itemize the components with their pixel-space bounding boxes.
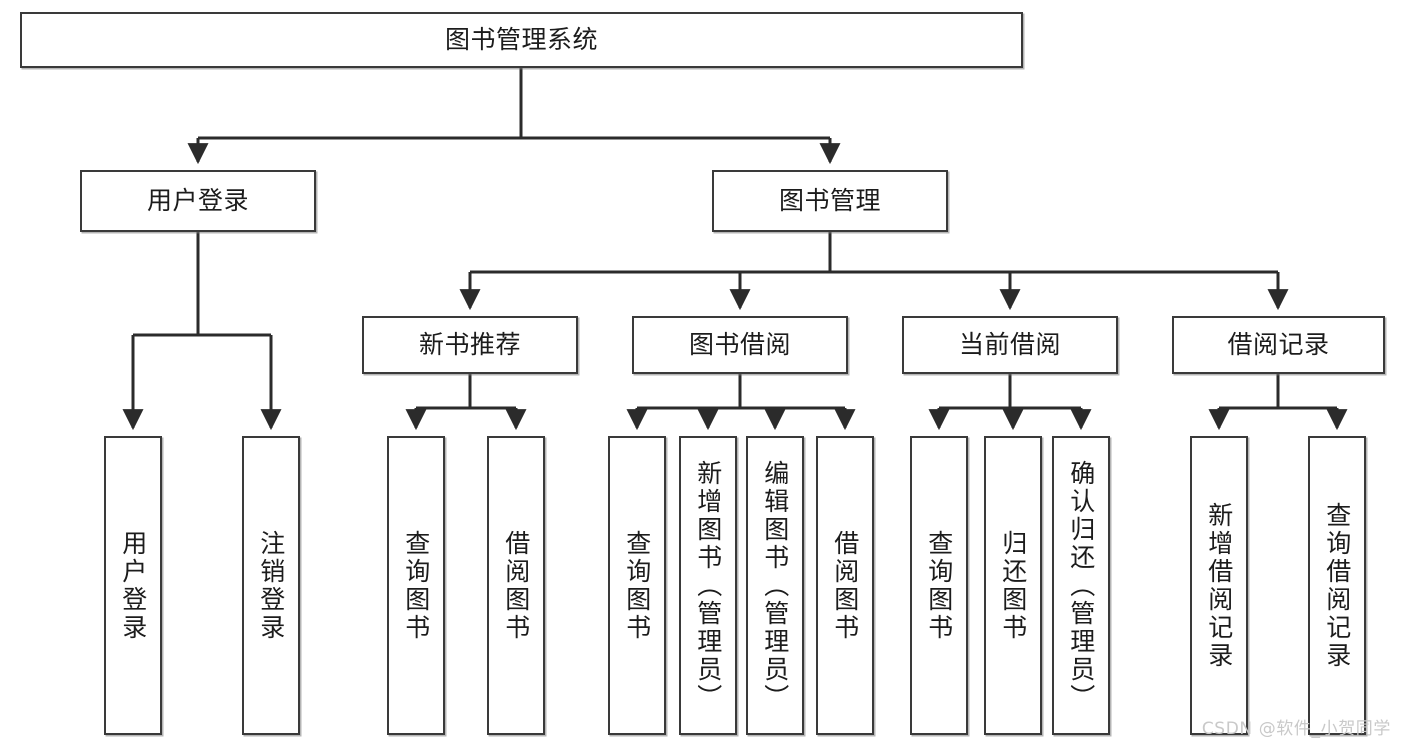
node-leaf-user-login[interactable]: 用户登录 [104, 436, 162, 735]
node-book-manage[interactable]: 图书管理 [712, 170, 948, 232]
watermark: CSDN @软件_小贺同学 [1201, 719, 1391, 739]
node-leaf-edit-book-admin-label: 编辑图书（管理员） [760, 459, 790, 712]
node-current-borrow[interactable]: 当前借阅 [902, 316, 1118, 374]
node-leaf-add-borrow-record[interactable]: 新增借阅记录 [1190, 436, 1248, 735]
node-user-login-label: 用户登录 [146, 186, 249, 216]
node-leaf-confirm-return-admin[interactable]: 确认归还（管理员） [1052, 436, 1110, 735]
node-leaf-return-book[interactable]: 归还图书 [984, 436, 1042, 735]
node-leaf-query-book-1[interactable]: 查询图书 [387, 436, 445, 735]
node-leaf-query-book-2[interactable]: 查询图书 [608, 436, 666, 735]
node-leaf-add-book-admin[interactable]: 新增图书（管理员） [679, 436, 737, 735]
node-book-borrow[interactable]: 图书借阅 [632, 316, 848, 374]
node-leaf-user-logout-label: 注销登录 [256, 529, 286, 642]
node-leaf-user-login-label: 用户登录 [118, 529, 148, 642]
node-leaf-confirm-return-admin-label: 确认归还（管理员） [1066, 459, 1096, 712]
node-leaf-borrow-book-1[interactable]: 借阅图书 [487, 436, 545, 735]
node-leaf-borrow-book-1-label: 借阅图书 [501, 529, 531, 642]
node-leaf-borrow-book-2[interactable]: 借阅图书 [816, 436, 874, 735]
node-leaf-borrow-book-2-label: 借阅图书 [830, 529, 860, 642]
node-leaf-user-logout[interactable]: 注销登录 [242, 436, 300, 735]
node-leaf-query-book-3[interactable]: 查询图书 [910, 436, 968, 735]
node-book-manage-label: 图书管理 [778, 186, 881, 216]
node-leaf-return-book-label: 归还图书 [998, 529, 1028, 642]
node-root[interactable]: 图书管理系统 [20, 12, 1023, 68]
node-borrow-record[interactable]: 借阅记录 [1172, 316, 1385, 374]
node-leaf-query-book-2-label: 查询图书 [622, 529, 652, 642]
node-leaf-query-book-3-label: 查询图书 [924, 529, 954, 642]
node-leaf-query-borrow-record-label: 查询借阅记录 [1322, 501, 1352, 670]
node-root-label: 图书管理系统 [444, 25, 598, 55]
node-leaf-add-book-admin-label: 新增图书（管理员） [693, 459, 723, 712]
node-leaf-query-borrow-record[interactable]: 查询借阅记录 [1308, 436, 1366, 735]
node-borrow-record-label: 借阅记录 [1227, 330, 1330, 360]
node-book-borrow-label: 图书借阅 [688, 330, 791, 360]
node-leaf-query-book-1-label: 查询图书 [401, 529, 431, 642]
node-user-login[interactable]: 用户登录 [80, 170, 316, 232]
node-new-book-recommend-label: 新书推荐 [418, 330, 521, 360]
node-new-book-recommend[interactable]: 新书推荐 [362, 316, 578, 374]
node-leaf-add-borrow-record-label: 新增借阅记录 [1204, 501, 1234, 670]
node-current-borrow-label: 当前借阅 [958, 330, 1061, 360]
node-leaf-edit-book-admin[interactable]: 编辑图书（管理员） [746, 436, 804, 735]
